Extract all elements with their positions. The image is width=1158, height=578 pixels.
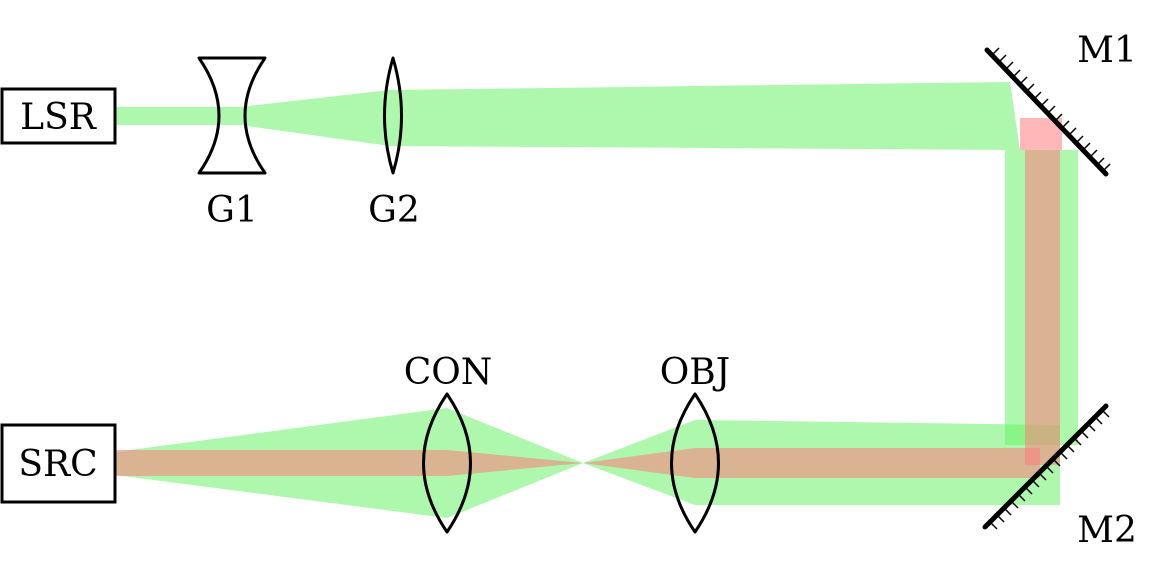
source-beam-obj-cone xyxy=(583,448,695,478)
mirror-m2-surface xyxy=(982,403,1109,530)
lens-g1: G1 xyxy=(197,56,267,231)
source-label: SRC xyxy=(18,444,97,485)
convex-lens-obj xyxy=(670,392,720,534)
laser-label: LSR xyxy=(20,97,97,138)
source-beam-con-cone xyxy=(447,450,583,476)
g2-label: G2 xyxy=(368,190,420,231)
source-beam-to-m1 xyxy=(1020,118,1062,150)
source-beam-return xyxy=(695,448,1040,478)
mirror-m1: M1 xyxy=(984,30,1137,177)
mirror-m1-hatching xyxy=(991,47,1111,172)
concave-lens-g1 xyxy=(197,56,267,175)
laser-unit: LSR xyxy=(0,87,117,145)
convex-lens-con xyxy=(422,392,472,534)
source-beam-vertical xyxy=(1025,150,1060,465)
convex-lens-g2 xyxy=(383,56,403,175)
lens-obj: OBJ xyxy=(660,352,730,534)
laser-beam-expanded xyxy=(390,82,1020,150)
mirror-m2: M2 xyxy=(982,403,1137,551)
m2-label: M2 xyxy=(1077,510,1137,551)
laser-beam-narrow xyxy=(115,90,390,146)
con-label: CON xyxy=(404,352,493,393)
source-beam-to-con xyxy=(115,450,447,476)
lens-con: CON xyxy=(404,352,493,534)
g1-label: G1 xyxy=(206,190,258,231)
mirror-m1-surface xyxy=(984,47,1109,177)
lens-g2: G2 xyxy=(368,56,420,231)
source-box xyxy=(0,423,117,504)
source-unit: SRC xyxy=(0,423,117,504)
m1-label: M1 xyxy=(1077,30,1137,71)
laser-box xyxy=(0,87,117,145)
mirror-m2-hatching xyxy=(989,409,1110,530)
obj-label: OBJ xyxy=(660,352,730,393)
source-beam xyxy=(115,118,1062,478)
